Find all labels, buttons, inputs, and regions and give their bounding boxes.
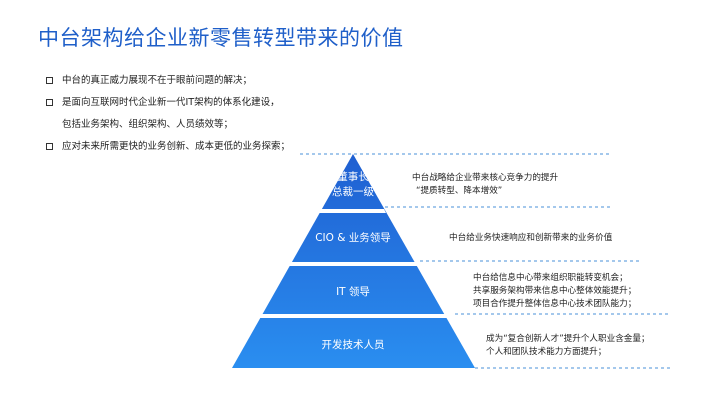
description-line: 共享服务架构带来信息中心整体效能提升； xyxy=(473,286,637,296)
tier-label-line: IT 领导 xyxy=(336,286,370,298)
description-line: “提质转型、降本增效” xyxy=(416,186,503,196)
tier-description-cio: 中台给业务快速响应和创新带来的业务价值 xyxy=(449,232,612,245)
tier-label-cio: CIO & 业务领导 xyxy=(293,231,413,246)
bullet-item: 中台的真正威力展现不在于眼前问题的解决； xyxy=(46,70,526,92)
description-line: 个人和团队技术能力方面提升； xyxy=(486,347,607,357)
tier-label-line: 总裁一级 xyxy=(332,186,374,198)
page-title: 中台架构给企业新零售转型带来的价值 xyxy=(38,26,404,50)
bullet-text: 是面向互联网时代企业新一代IT架构的体系化建设， xyxy=(62,97,280,108)
tier-separator xyxy=(319,209,386,213)
bullet-list: 中台的真正威力展现不在于眼前问题的解决； 是面向互联网时代企业新一代IT架构的体… xyxy=(46,70,526,158)
tier-label-executive: 董事长 总裁一级 xyxy=(313,170,393,200)
description-line: 中台战略给企业带来核心竞争力的提升 xyxy=(412,173,559,183)
tier-description-it-lead: 中台给信息中心带来组织职能转变机会； 共享服务架构带来信息中心整体效能提升； 项… xyxy=(473,272,636,311)
description-line: 中台给业务快速响应和创新带来的业务价值 xyxy=(449,233,613,243)
tier-separator xyxy=(257,314,448,318)
tier-label-developers: 开发技术人员 xyxy=(293,338,413,353)
tier-label-line: 董事长 xyxy=(337,171,369,183)
tier-description-executive: 中台战略给企业带来核心竞争力的提升 “提质转型、降本增效” xyxy=(412,172,558,198)
bullet-text: 包括业务架构、组织架构、人员绩效等； xyxy=(62,119,234,130)
tier-description-developers: 成为“复合创新人才”提升个人职业含金量； 个人和团队技术能力方面提升； xyxy=(486,333,650,359)
bullet-item: 是面向互联网时代企业新一代IT架构的体系化建设， xyxy=(46,92,526,114)
tier-label-line: 开发技术人员 xyxy=(321,339,385,351)
bullet-item: 应对未来所需更快的业务创新、成本更低的业务探索； xyxy=(46,136,526,158)
tier-label-line: CIO & 业务领导 xyxy=(315,232,391,244)
checkbox-square-icon xyxy=(46,77,53,84)
checkbox-square-icon xyxy=(46,99,53,106)
checkbox-square-icon xyxy=(46,143,53,150)
tier-separator xyxy=(287,262,418,266)
tier-label-it-lead: IT 领导 xyxy=(303,285,403,300)
description-line: 中台给信息中心带来组织职能转变机会； xyxy=(473,273,628,283)
bullet-text: 中台的真正威力展现不在于眼前问题的解决； xyxy=(62,75,253,86)
bullet-text: 应对未来所需更快的业务创新、成本更低的业务探索； xyxy=(62,141,291,152)
bullet-item-continuation: 包括业务架构、组织架构、人员绩效等； xyxy=(46,114,526,136)
description-line: 成为“复合创新人才”提升个人职业含金量； xyxy=(486,334,650,344)
description-line: 项目合作提升整体信息中心技术团队能力； xyxy=(473,299,637,309)
